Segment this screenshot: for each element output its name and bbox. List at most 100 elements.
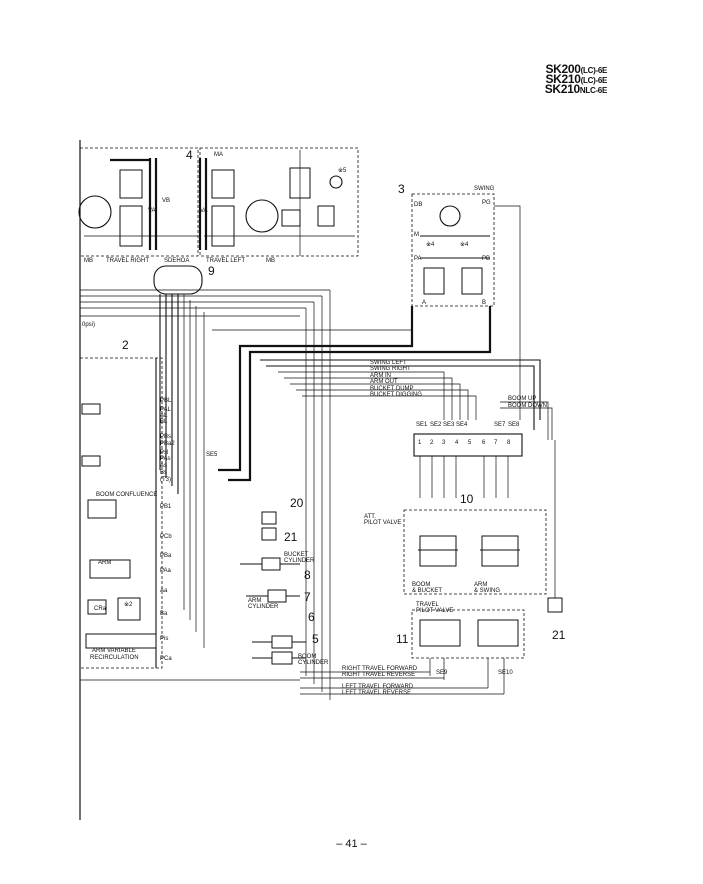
pilot-line-bucket-digging: BUCKET DIGGING xyxy=(370,392,422,398)
port-7: 7 xyxy=(494,440,498,446)
model-line-1: SK200(LC)-6E xyxy=(545,62,607,76)
pilot-line-swing-right: SWING RIGHT xyxy=(370,366,411,372)
travel-line-left-reverse: LEFT TRAVEL REVERSE xyxy=(342,690,412,696)
callout-9: 9 xyxy=(208,264,215,278)
cv-port-pis: Pis xyxy=(160,636,169,642)
bucket-cylinder-symbol xyxy=(240,557,300,571)
cv-port-pb1: PB1 xyxy=(160,504,172,510)
port-3: 3 xyxy=(442,440,446,446)
sensor-se8: SE8 xyxy=(508,422,520,428)
label-note4-left: ※4 xyxy=(426,242,435,248)
att-pilot-valve-frame xyxy=(403,509,547,595)
label-arm-cylinder-2: CYLINDER xyxy=(248,604,279,610)
label-boom-cylinder-2: CYLINDER xyxy=(298,660,329,666)
pilot-line-boom-down: BOOM DOWN xyxy=(508,403,547,409)
swing-motor xyxy=(411,193,521,420)
label-bucket-cylinder-2: CYLINDER xyxy=(284,558,315,564)
label-va-right: VA xyxy=(148,208,156,214)
cv-port-bs: Bs xyxy=(160,470,168,476)
model-line-3: SK210NLC-6E xyxy=(544,82,608,96)
travel-line-right-reverse: RIGHT TRAVEL REVERSE xyxy=(342,672,416,678)
label-and-bucket: & BUCKET xyxy=(412,588,443,594)
label-att-pilot-valve: PILOT VALVE xyxy=(364,520,402,526)
cv-port-paa: PAa xyxy=(160,568,171,574)
model-line-2: SK210(LC)-6E xyxy=(545,72,607,86)
callout-4: 4 xyxy=(186,148,193,162)
label-mb-left: MB xyxy=(266,258,275,264)
sensor-se9: SE9 xyxy=(436,670,448,676)
pilot-line-swing-left: SWING LEFT xyxy=(370,360,407,366)
cv-port-pbl: PBL xyxy=(160,398,172,404)
label-travel: TRAVEL xyxy=(416,602,439,608)
cv-port-al: AL xyxy=(160,413,168,419)
label-m: M xyxy=(414,232,419,238)
page-number: – 41 – xyxy=(336,838,367,850)
cv-port-as: As xyxy=(160,463,168,469)
label-arm-cv: ARM xyxy=(98,560,112,566)
cv-port-pas: PAs xyxy=(160,456,171,462)
label-mb-right: MB xyxy=(84,258,93,264)
cv-port-pal: PAL xyxy=(160,407,171,413)
callout-5: 5 xyxy=(312,632,319,646)
label-db: DB xyxy=(414,202,423,208)
label-sdehoa: SDEHOA xyxy=(164,258,190,264)
callout-21-left: 21 xyxy=(284,530,298,544)
callout-21-right: 21 xyxy=(552,628,566,642)
travel-line-right-forward: RIGHT TRAVEL FORWARD xyxy=(342,666,418,672)
cv-port-bl: BL xyxy=(160,419,168,425)
cv-port-pbs: PBs xyxy=(160,434,172,440)
label-arm-cylinder-1: ARM xyxy=(248,598,262,604)
label-travel-right: TRAVEL RIGHT xyxy=(106,258,150,264)
label-recirculation: RECIRCULATION xyxy=(90,655,139,661)
label-pg: PG xyxy=(482,200,491,206)
cv-port-pba: PBa xyxy=(160,553,172,559)
port-8: 8 xyxy=(507,440,511,446)
label-port-a: A xyxy=(422,300,427,306)
arm-cylinder-symbol xyxy=(246,589,300,603)
callout-11: 11 xyxy=(396,632,409,646)
sensor-manifold xyxy=(413,433,523,498)
port-1: 1 xyxy=(418,440,422,446)
cv-port-pcb: PCb xyxy=(160,534,172,540)
control-valve xyxy=(79,357,300,681)
main-pipework xyxy=(80,289,553,700)
label-travel-pilot-valve: PILOT VALVE xyxy=(416,608,454,614)
callout-8: 8 xyxy=(304,568,311,582)
label-note5: ※5 xyxy=(338,168,347,174)
label-bucket-cylinder-1: BUCKET xyxy=(284,552,309,558)
label-att: ATT. xyxy=(364,514,376,520)
pressure-switch-20 xyxy=(261,511,277,525)
label-and-swing: & SWING xyxy=(474,588,501,594)
pressure-switch-21-left xyxy=(261,527,277,541)
callout-20: 20 xyxy=(290,496,304,510)
label-va-left: VA xyxy=(200,208,208,214)
callout-6: 6 xyxy=(308,610,315,624)
label-boom: BOOM xyxy=(412,582,431,588)
label-pb: PB xyxy=(482,256,491,262)
travel-motor-left xyxy=(198,147,359,257)
label-note2: ※2 xyxy=(124,602,133,608)
label-boom-cylinder-1: BOOM xyxy=(298,654,317,660)
pilot-line-arm-out: ARM OUT xyxy=(370,379,398,385)
label-arm-variable: ARM VARIABLE xyxy=(92,648,136,654)
pilot-line-boom-up: BOOM UP xyxy=(508,396,537,402)
label-psi: 0psi) xyxy=(82,322,96,328)
att-pilot-valve-arm-swing xyxy=(480,535,520,567)
att-pilot-valve-boom-bucket xyxy=(418,535,458,567)
sensor-se10: SE10 xyxy=(498,670,513,676)
label-cra: CRa xyxy=(94,606,107,612)
travel-line-left-forward: LEFT TRAVEL FORWARD xyxy=(342,684,414,690)
sensor-se4: SE4 xyxy=(456,422,468,428)
label-boom-confluence: BOOM CONFLUENCE xyxy=(96,492,158,498)
label-port-b: B xyxy=(482,300,487,306)
cv-port-t3: (T3) xyxy=(160,477,171,483)
cv-port-pca: PCa xyxy=(160,656,172,662)
sensor-se3: SE3 xyxy=(443,422,455,428)
label-travel-left: TRAVEL LEFT xyxy=(206,258,246,264)
sensor-se1: SE1 xyxy=(416,422,428,428)
label-vb: VB xyxy=(162,198,171,204)
travel-motor-right xyxy=(78,147,199,257)
label-ma: MA xyxy=(214,152,223,158)
travel-pilot-valve xyxy=(300,609,525,695)
